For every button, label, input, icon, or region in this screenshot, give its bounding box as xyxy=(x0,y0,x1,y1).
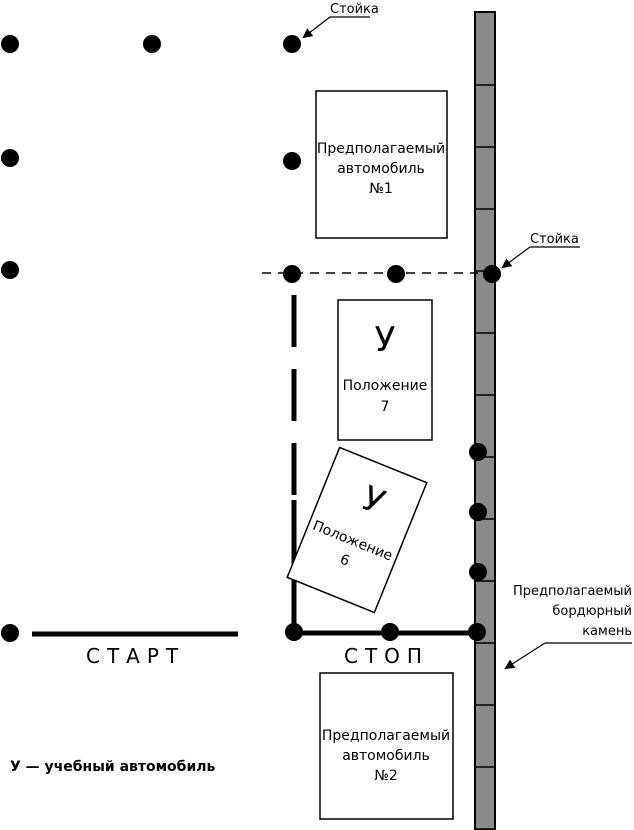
start-label: СТАРТ xyxy=(86,644,185,668)
post-dot xyxy=(283,35,301,53)
stop-label: СТОП xyxy=(344,644,429,668)
position-7-number: 7 xyxy=(381,399,390,415)
curb-label-line-3: камень xyxy=(582,624,632,639)
car-1: Предполагаемый автомобиль №1 xyxy=(315,90,448,239)
car-1-line-3: №1 xyxy=(369,181,392,197)
post-label-top: Стойка xyxy=(330,2,379,17)
post-dot xyxy=(1,624,19,642)
car-1-line-1: Предполагаемый xyxy=(317,141,445,157)
callout-curb: Предполагаемый бордюрный камень xyxy=(504,584,632,670)
post-dot xyxy=(469,563,487,581)
post-dot xyxy=(1,149,19,167)
legend: У — учебный автомобиль xyxy=(10,759,216,775)
car-2-line-3: №2 xyxy=(374,768,397,784)
car-1-line-2: автомобиль xyxy=(337,161,425,177)
callout-post-right: Стойка xyxy=(501,232,580,269)
post-dot xyxy=(1,35,19,53)
car-2-line-2: автомобиль xyxy=(342,748,430,764)
post-dot xyxy=(285,623,303,641)
post-dot xyxy=(483,265,501,283)
post-dot xyxy=(283,152,301,170)
posts xyxy=(1,35,501,642)
post-dot xyxy=(469,503,487,521)
car-2: Предполагаемый автомобиль №2 xyxy=(319,672,454,820)
post-label-right: Стойка xyxy=(530,232,579,247)
post-dot xyxy=(283,265,301,283)
position-6-car: У Положение 6 xyxy=(286,446,428,614)
post-dot xyxy=(469,443,487,461)
post-dot xyxy=(387,265,405,283)
position-7-letter: У xyxy=(375,320,396,360)
car-2-line-1: Предполагаемый xyxy=(322,728,450,744)
position-7-label: Положение xyxy=(343,378,428,394)
curb-label-line-2: бордюрный xyxy=(552,604,632,619)
post-dot xyxy=(381,623,399,641)
curb-label-line-1: Предполагаемый xyxy=(513,584,632,599)
position-7-car: У Положение 7 xyxy=(337,299,433,441)
post-dot xyxy=(468,623,486,641)
post-dot xyxy=(143,35,161,53)
curb-stone xyxy=(474,11,496,830)
callout-post-top: Стойка xyxy=(302,2,379,39)
post-dot xyxy=(1,261,19,279)
